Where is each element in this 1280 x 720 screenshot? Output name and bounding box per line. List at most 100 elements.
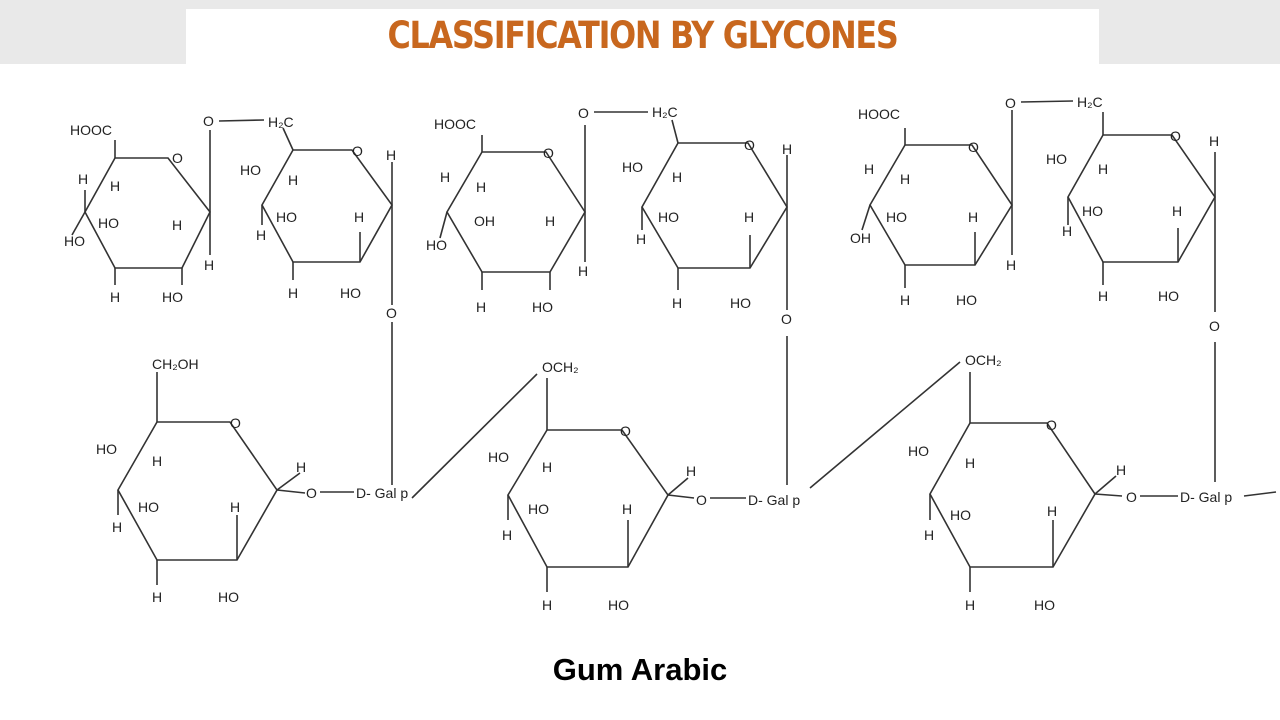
- galactose-backbone-ring-1: CH₂OH O HO H H HO H H H HO O D- Gal p: [96, 356, 538, 605]
- ho-label: HO: [608, 597, 629, 613]
- oh-label: OH: [850, 230, 871, 246]
- hooc-label: HOOC: [70, 122, 112, 138]
- h-label: H: [204, 257, 214, 273]
- glycosidic-oxygen-label: O: [696, 492, 707, 508]
- ho-label: HO: [528, 501, 549, 517]
- h-label: H: [1098, 161, 1108, 177]
- ho-label: HO: [908, 443, 929, 459]
- h-label: H: [172, 217, 182, 233]
- h-label: H: [578, 263, 588, 279]
- link-oxygen-label: O: [1209, 318, 1220, 334]
- hexose-ring-1: H₂C O H HO H HO H H H HO O: [240, 114, 397, 485]
- h-label: H: [288, 172, 298, 188]
- h-label: H: [782, 141, 792, 157]
- link-oxygen-label: O: [781, 311, 792, 327]
- bridge-oxygen-label: O: [1005, 95, 1016, 111]
- h-label: H: [622, 501, 632, 517]
- h-label: H: [1098, 288, 1108, 304]
- h-label: H: [1209, 133, 1219, 149]
- hooc-label: HOOC: [434, 116, 476, 132]
- h-label: H: [864, 161, 874, 177]
- ring-oxygen-label: O: [1170, 128, 1181, 144]
- ring-oxygen-label: O: [744, 137, 755, 153]
- h-label: H: [542, 459, 552, 475]
- title-band: [186, 9, 1099, 71]
- d-gal-p-label: D- Gal p: [356, 485, 408, 501]
- h-label: H: [924, 527, 934, 543]
- h-label: H: [1172, 203, 1182, 219]
- ho-label: HO: [950, 507, 971, 523]
- h-label: H: [296, 459, 306, 475]
- uronic-acid-ring-1: HOOC O H H HO H HO H H HO: [64, 122, 214, 305]
- ring-oxygen-label: O: [968, 139, 979, 155]
- h-label: H: [1006, 257, 1016, 273]
- h-label: H: [965, 455, 975, 471]
- ho-label: HO: [218, 589, 239, 605]
- oh-label: OH: [474, 213, 495, 229]
- ho-label: HO: [1046, 151, 1067, 167]
- glycosidic-oxygen-label: O: [1126, 489, 1137, 505]
- ho-label: HO: [622, 159, 643, 175]
- galactose-backbone-ring-3: OCH₂ O HO H H HO H H H HO O D- Gal p: [908, 352, 1277, 613]
- ho-label: HO: [340, 285, 361, 301]
- h-label: H: [1116, 462, 1126, 478]
- ho-label: HO: [98, 215, 119, 231]
- ho-label: HO: [956, 292, 977, 308]
- och2-label: OCH₂: [965, 352, 1002, 368]
- d-gal-p-label: D- Gal p: [1180, 489, 1232, 505]
- h-label: H: [900, 292, 910, 308]
- bridge-oxygen-label: O: [578, 105, 589, 121]
- h-label: H: [78, 171, 88, 187]
- h-label: H: [386, 147, 396, 163]
- h-label: H: [672, 295, 682, 311]
- h-label: H: [1047, 503, 1057, 519]
- ho-label: HO: [532, 299, 553, 315]
- ho-label: HO: [658, 209, 679, 225]
- h-label: H: [636, 231, 646, 247]
- ch2oh-label: CH₂OH: [152, 356, 199, 372]
- h2c-label: H₂C: [1077, 94, 1103, 110]
- hexose-ring-3: H₂C O H HO H HO H H H HO O: [1046, 94, 1220, 482]
- h-label: H: [965, 597, 975, 613]
- h-label: H: [502, 527, 512, 543]
- ho-label: HO: [96, 441, 117, 457]
- h-label: H: [686, 463, 696, 479]
- ring-oxygen-label: O: [620, 423, 631, 439]
- uronic-acid-ring-2: HOOC O H H OH H HO H H HO: [426, 116, 588, 315]
- bridge-oxygen-2: O: [578, 105, 648, 121]
- slide-title: CLASSIFICATION BY GLYCONES: [387, 14, 898, 57]
- uronic-acid-ring-3: HOOC O H H HO H OH H H HO: [850, 106, 1016, 308]
- bridge-oxygen-3: O: [1005, 95, 1074, 111]
- h-label: H: [440, 169, 450, 185]
- ho-label: HO: [276, 209, 297, 225]
- h-label: H: [672, 169, 682, 185]
- hexose-ring-2: H₂C O H HO H HO H H H HO O: [622, 104, 792, 485]
- h-label: H: [1062, 223, 1072, 239]
- ring-oxygen-label: O: [352, 143, 363, 159]
- link-oxygen-label: O: [386, 305, 397, 321]
- ho-label: HO: [886, 209, 907, 225]
- ho-label: HO: [730, 295, 751, 311]
- h-label: H: [110, 289, 120, 305]
- h2c-label: H₂C: [652, 104, 678, 120]
- h-label: H: [256, 227, 266, 243]
- h-label: H: [900, 171, 910, 187]
- slide-body: [0, 64, 1280, 720]
- hooc-label: HOOC: [858, 106, 900, 122]
- h2c-label: H₂C: [268, 114, 294, 130]
- och2-label: OCH₂: [542, 359, 579, 375]
- bridge-oxygen-1: O: [203, 113, 265, 129]
- ring-oxygen-label: O: [230, 415, 241, 431]
- ho-label: HO: [162, 289, 183, 305]
- h-label: H: [110, 178, 120, 194]
- ho-label: HO: [138, 499, 159, 515]
- diagram-caption: Gum Arabic: [552, 652, 728, 687]
- h-label: H: [476, 299, 486, 315]
- ho-label: HO: [240, 162, 261, 178]
- bridge-oxygen-label: O: [203, 113, 214, 129]
- ho-label: HO: [488, 449, 509, 465]
- ho-label: HO: [64, 233, 85, 249]
- ring-oxygen-label: O: [172, 150, 183, 166]
- ho-label: HO: [1082, 203, 1103, 219]
